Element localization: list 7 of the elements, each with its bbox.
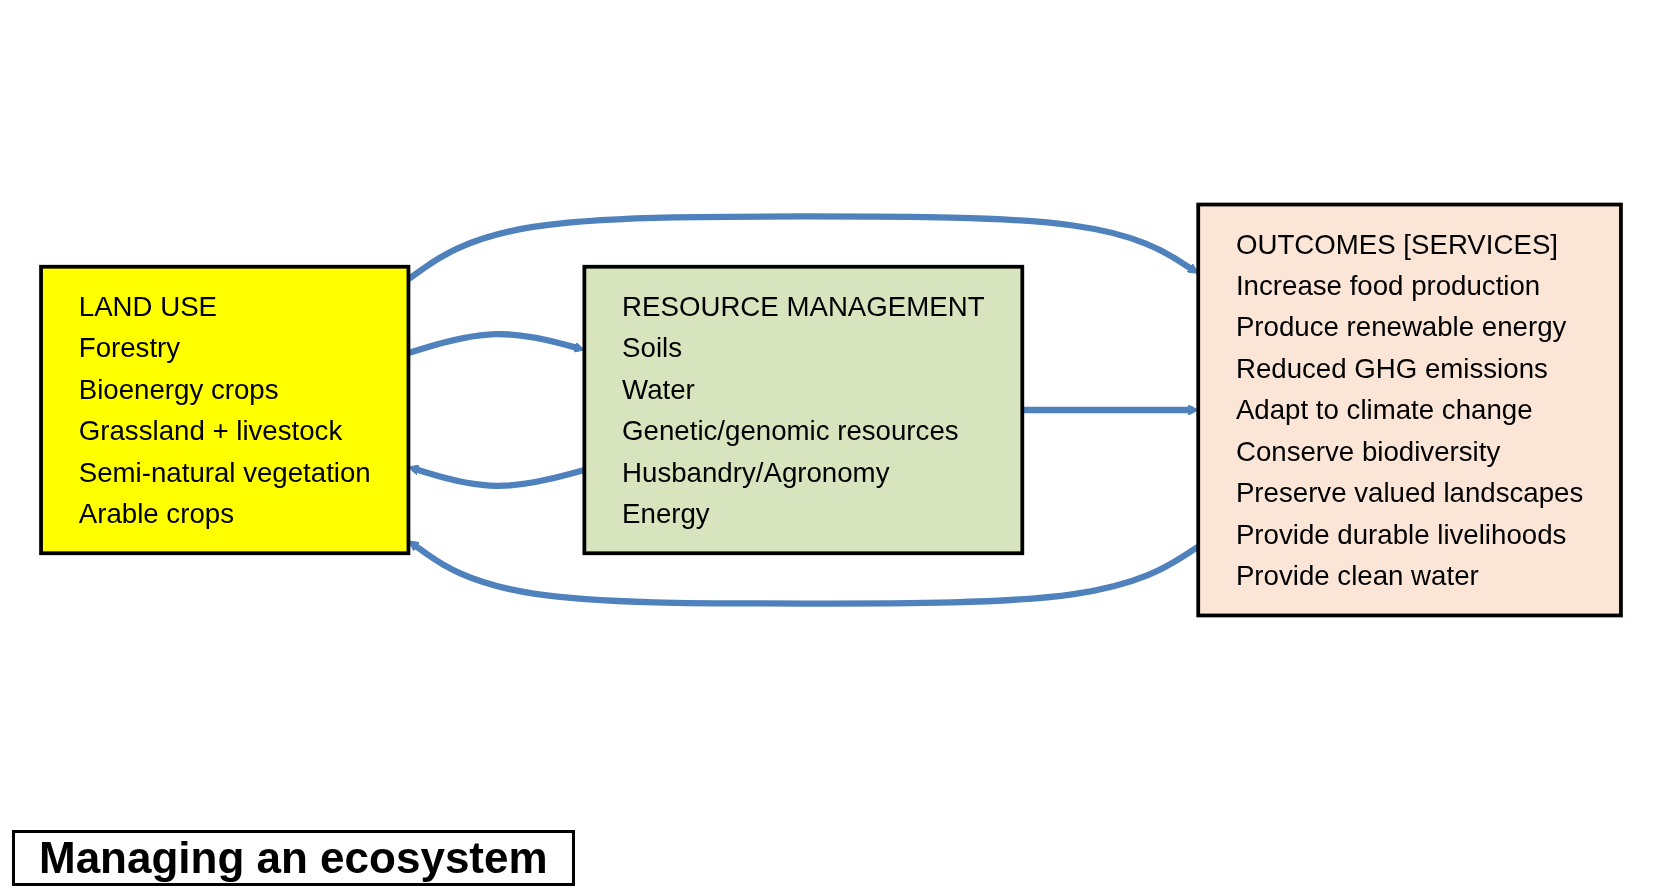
arrow [407,331,585,357]
diagram-title: Managing an ecosystem [12,830,575,886]
arrow [407,464,585,489]
node-box: OUTCOMES [SERVICES] Increase food production Produce renewable energy Reduced GHG emissions Adapt to climate change Conserve biodiversity Preserve valued landscapes Provide durable livelihoods Provide clean water [1195,202,1623,618]
arrow [1021,404,1199,416]
node-box: RESOURCE MANAGEMENT Soils Water Genetic/genomic resources Husbandry/Agronomy Energy [582,264,1024,556]
node-box: LAND USE Forestry Bioenergy crops Grassland + livestock Semi-natural vegetation Arable crops [38,264,410,556]
